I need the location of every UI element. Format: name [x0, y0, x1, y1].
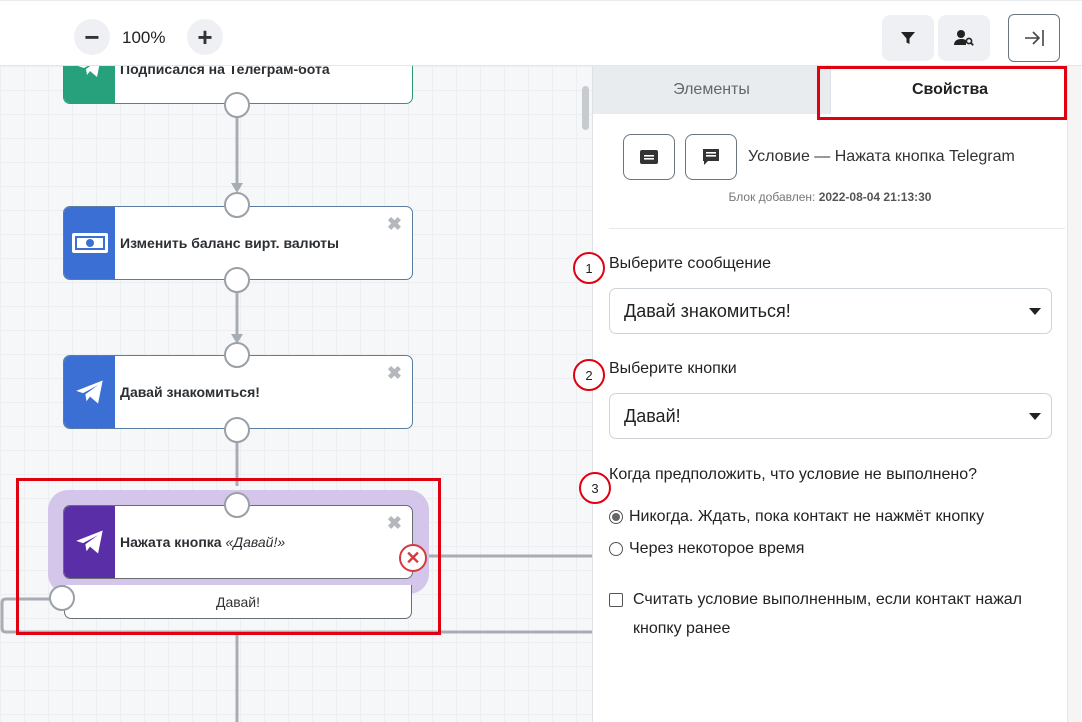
condition-title: Условие — Нажата кнопка Telegram — [748, 148, 1015, 165]
telegram-icon — [75, 530, 103, 554]
connector-lines — [0, 116, 592, 722]
telegram-icon — [77, 66, 99, 77]
banknote-icon — [71, 233, 108, 253]
telegram-icon — [75, 380, 103, 404]
user-search-icon — [954, 30, 974, 46]
zoom-level: 100% — [122, 28, 166, 47]
zoom-out-button[interactable]: − — [74, 19, 110, 55]
node-close-icon[interactable]: ✖ — [386, 513, 402, 533]
buttons-select[interactable]: Давай! — [609, 393, 1052, 439]
node-output-port[interactable] — [224, 417, 250, 443]
block-comment-button[interactable] — [685, 134, 737, 180]
node-button-row[interactable]: Давай! — [64, 585, 412, 619]
flow-node-change-balance[interactable]: Изменить баланс вирт. валюты ✖ — [63, 206, 413, 280]
collapse-panel-icon — [1025, 30, 1044, 46]
annotation-frame-node — [16, 478, 441, 635]
node-icon-area — [64, 506, 115, 578]
tab-elements[interactable]: Элементы — [593, 66, 831, 114]
node-input-port[interactable] — [224, 192, 250, 218]
radio-after-time-input[interactable] — [609, 542, 623, 556]
node-output-port[interactable] — [224, 92, 250, 118]
node-icon-area — [64, 66, 115, 103]
node-input-port[interactable] — [224, 492, 250, 518]
panel-scrollbar[interactable] — [1067, 66, 1081, 722]
already-pressed-label: Считать условие выполненным, если контак… — [633, 591, 1023, 637]
radio-never[interactable]: Никогда. Ждать, пока контакт не нажмёт к… — [609, 508, 984, 526]
block-added-info: Блок добавлен: 2022-08-04 21:13:30 — [728, 190, 932, 204]
already-pressed-checkbox[interactable] — [609, 593, 623, 607]
node-title: Нажата кнопка «Давай!» — [120, 534, 286, 550]
message-select-label: Выберите сообщение — [609, 255, 772, 272]
canvas-scrollbar[interactable] — [582, 86, 589, 130]
panel-tabs: Элементы Свойства — [593, 66, 1069, 114]
message-select[interactable]: Давай знакомиться! — [609, 288, 1052, 334]
collapse-panel-button[interactable] — [1008, 14, 1060, 62]
node-icon-area — [64, 356, 115, 428]
node-close-icon[interactable]: ✖ — [386, 363, 402, 383]
filter-icon — [901, 32, 915, 44]
tab-properties[interactable]: Свойства — [831, 66, 1069, 114]
annotation-frame-tab — [817, 66, 1067, 120]
node-input-port[interactable] — [224, 342, 250, 368]
panel-divider — [609, 228, 1065, 229]
top-toolbar: − 100% + — [0, 0, 1082, 66]
properties-panel: Элементы Свойства Условие — Нажата кнопк… — [573, 66, 1082, 722]
step-badge-3: 3 — [579, 472, 611, 504]
flow-canvas[interactable]: Подписался на Телеграм-бота Изменить бал… — [0, 66, 592, 722]
radio-after-time[interactable]: Через некоторое время — [609, 540, 804, 558]
node-title: Подписался на Телеграм-бота — [120, 66, 330, 77]
button-output-port[interactable] — [49, 585, 75, 611]
block-info-button[interactable] — [623, 134, 675, 180]
buttons-select-label: Выберите кнопки — [609, 360, 737, 377]
node-icon-area — [64, 207, 115, 279]
chevron-down-icon — [1029, 308, 1041, 315]
flow-node-telegram-subscribed[interactable]: Подписался на Телеграм-бота — [63, 66, 413, 104]
radio-never-input[interactable] — [609, 510, 623, 524]
fail-condition-question: Когда предположить, что условие не выпол… — [609, 466, 978, 483]
comment-icon — [703, 149, 719, 165]
step-badge-1: 1 — [573, 252, 605, 284]
user-search-button[interactable] — [938, 15, 990, 61]
node-output-port[interactable] — [224, 267, 250, 293]
node-close-icon[interactable]: ✖ — [386, 214, 402, 234]
false-branch-delete-icon[interactable]: ✕ — [399, 544, 427, 572]
filter-button[interactable] — [882, 15, 934, 61]
node-title: Изменить баланс вирт. валюты — [120, 235, 339, 251]
card-icon — [640, 150, 658, 164]
node-title: Давай знакомиться! — [120, 384, 260, 400]
step-badge-2: 2 — [573, 359, 605, 391]
chevron-down-icon — [1029, 413, 1041, 420]
zoom-in-button[interactable]: + — [187, 19, 223, 55]
